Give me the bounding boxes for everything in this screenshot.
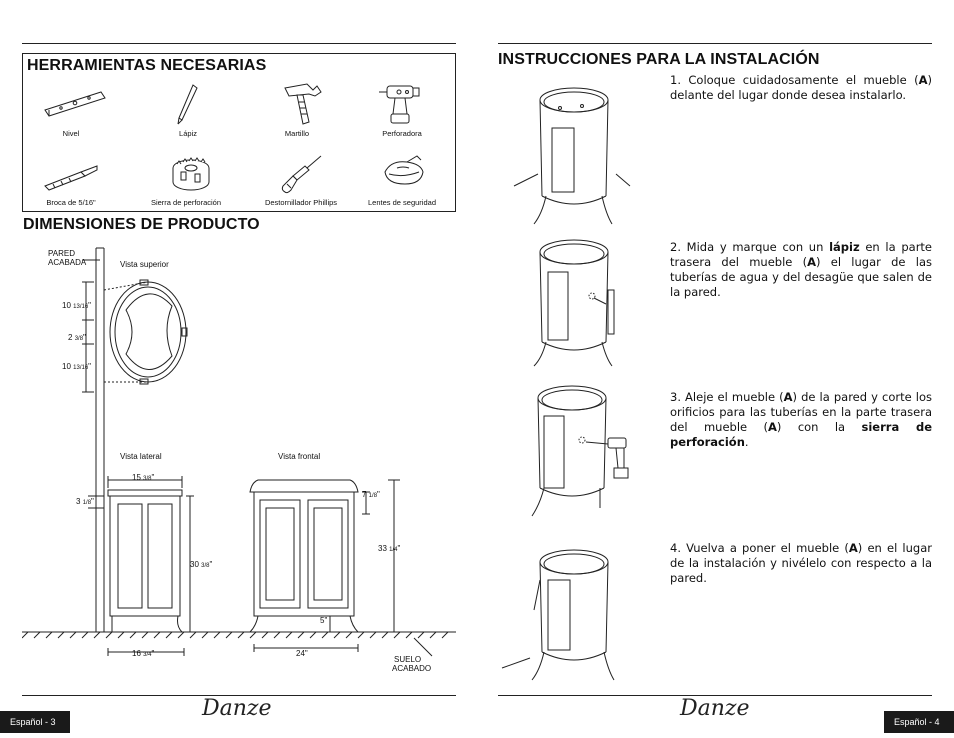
dim-top-a: 10 13/16" (62, 301, 91, 310)
tool-label-hole-saw: Sierra de perforación (150, 198, 222, 207)
hammer-icon (284, 83, 322, 125)
right-top-rule (498, 43, 932, 44)
floor-label-1: SUELO (394, 655, 422, 664)
step-3: 3. Aleje el mueble (A) de la pared y cor… (670, 390, 932, 449)
dim-leg-height: 5" (320, 616, 328, 625)
top-view-label: Vista superior (120, 260, 169, 269)
left-page-number: Español - 3 (0, 711, 70, 733)
tool-label-screwdriver: Destornillador Phillips (264, 198, 338, 207)
tool-label-level: Nivel (62, 129, 80, 138)
dim-total-height: 33 1/4" (378, 544, 401, 553)
step1-illustration (513, 87, 631, 225)
left-brand-logo: Danze (202, 696, 272, 721)
dimensions-title: DIMENSIONES DE PRODUCTO (23, 216, 260, 233)
side-view-label: Vista lateral (120, 452, 162, 461)
dim-offset: 3 1/8" (76, 497, 94, 506)
screwdriver-icon (281, 155, 322, 194)
dim-base-depth: 16 3/4" (132, 649, 155, 658)
tool-label-hammer: Martillo (284, 129, 310, 138)
step3-illustration (531, 385, 629, 517)
drill-bit-icon (44, 165, 98, 191)
safety-glasses-icon (384, 155, 424, 185)
right-brand-logo: Danze (680, 696, 750, 721)
wall-label-2: ACABADA (48, 258, 87, 267)
right-page-number: Español - 4 (884, 711, 954, 733)
product-dimensions-diagram (22, 247, 456, 657)
tool-label-drill-bit: Broca de 5/16" (46, 198, 96, 207)
left-top-rule (22, 43, 456, 44)
step-2: 2. Mida y marque con un lápiz en la part… (670, 240, 933, 299)
step2-illustration (533, 239, 615, 367)
install-title: INSTRUCCIONES PARA LA INSTALACIÓN (498, 51, 820, 68)
drill-icon (379, 85, 420, 124)
floor-label-2: ACABADO (392, 664, 432, 673)
right-bottom-rule (498, 695, 932, 696)
dim-top-c: 10 13/16" (62, 362, 91, 371)
tool-label-pencil: Lápiz (179, 129, 197, 138)
tool-label-drill: Perforadora (382, 129, 422, 138)
hole-saw-icon (172, 157, 210, 191)
step-1: 1. Coloque cuidadosamente el mueble (A) … (670, 73, 932, 102)
wall-label-1: PARED (48, 249, 75, 258)
dim-side-height: 30 3/8" (190, 560, 213, 569)
tools-title: HERRAMIENTAS NECESARIAS (27, 57, 267, 74)
front-view-label: Vista frontal (278, 452, 321, 461)
tool-label-safety-glasses: Lentes de seguridad (368, 198, 436, 207)
step-4: 4. Vuelva a poner el mueble (A) en el lu… (670, 541, 932, 585)
step4-illustration (501, 549, 615, 681)
dim-top-b: 2 3/8" (68, 333, 86, 342)
dim-front-width: 24" (296, 649, 308, 658)
dim-depth: 15 3/8" (132, 473, 155, 482)
pencil-icon (177, 84, 198, 125)
dim-top-height: 7 1/8" (362, 490, 380, 499)
tools-box: HERRAMIENTAS NECESARIAS Nivel Lápiz Mart… (22, 53, 456, 212)
level-icon (44, 91, 106, 117)
left-bottom-rule (22, 695, 456, 696)
